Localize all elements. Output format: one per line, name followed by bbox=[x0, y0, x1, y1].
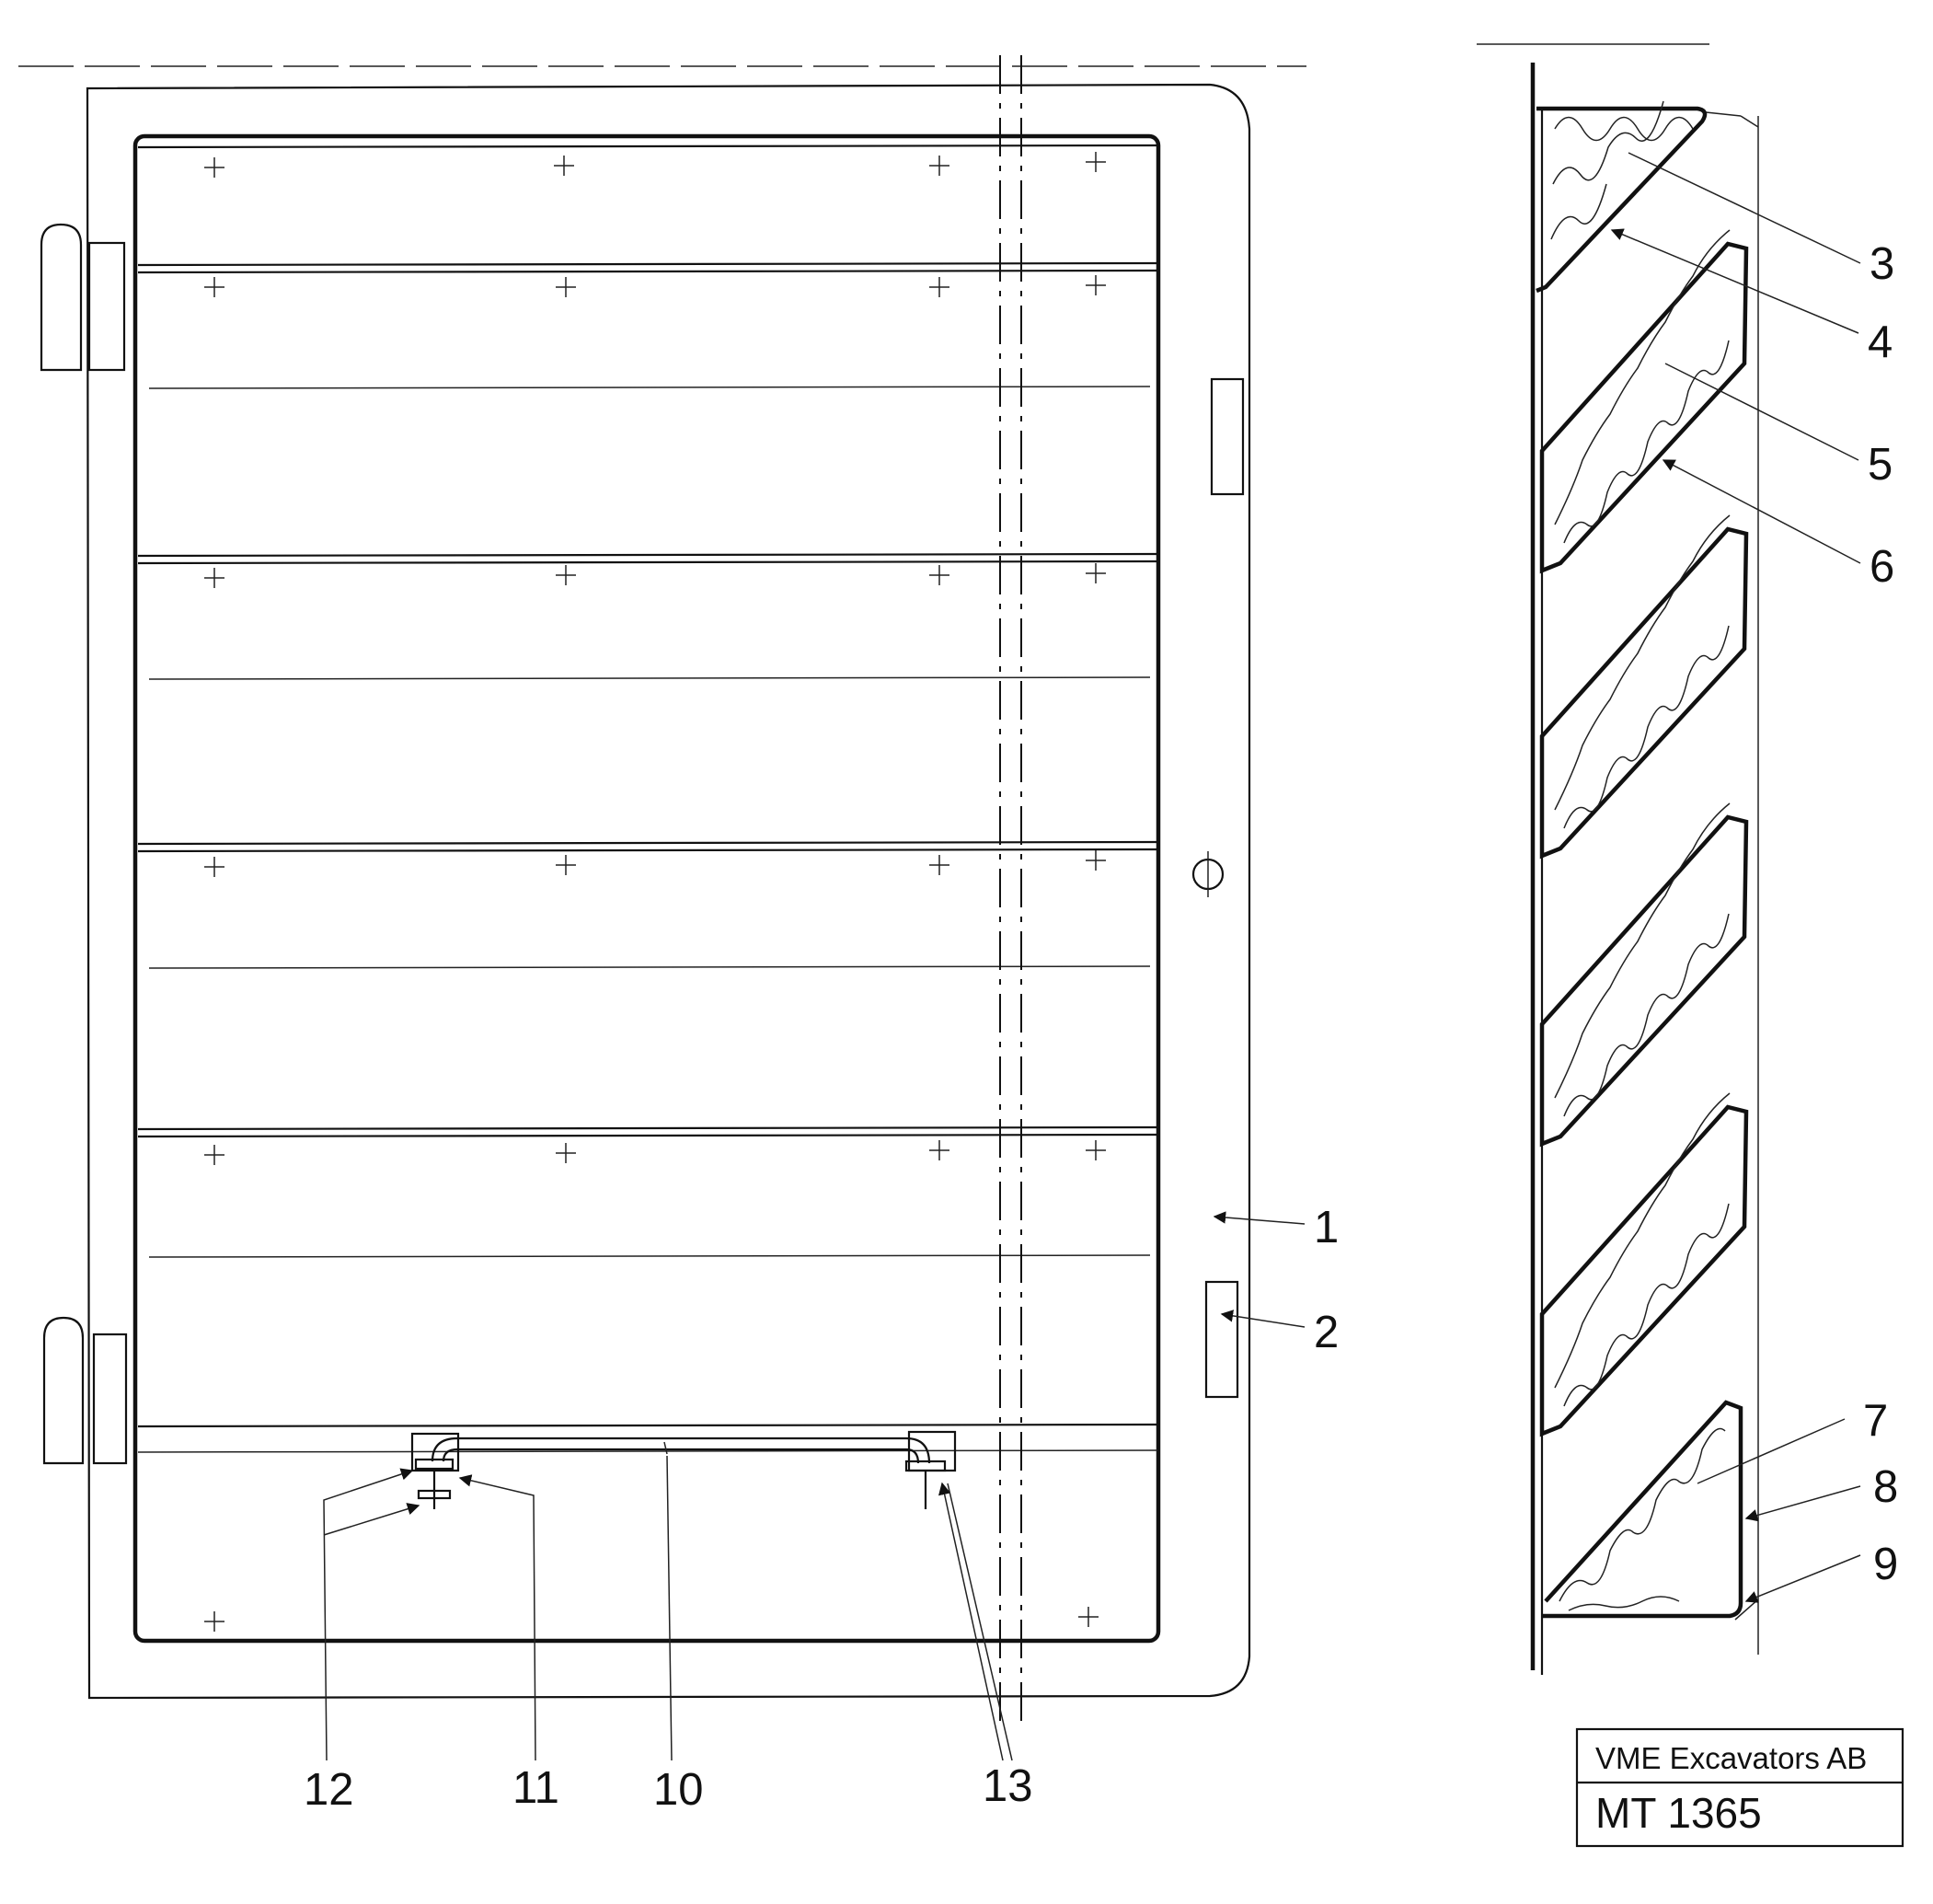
callout-8: 8 bbox=[1873, 1462, 1898, 1512]
callout-4: 4 bbox=[1868, 317, 1893, 367]
section-slat-top bbox=[1536, 100, 1708, 294]
door-handle bbox=[410, 1430, 957, 1509]
door-inner-panel bbox=[132, 133, 1161, 1644]
callout-7: 7 bbox=[1863, 1396, 1888, 1446]
callout-13: 13 bbox=[983, 1761, 1033, 1811]
company-name: VME Excavators AB bbox=[1595, 1741, 1867, 1775]
callout-11: 11 bbox=[512, 1763, 559, 1813]
section-slat-4 bbox=[1539, 1092, 1749, 1437]
drawing-number: MT 1365 bbox=[1595, 1789, 1762, 1837]
callout-6: 6 bbox=[1870, 542, 1894, 592]
latch-plate-upper bbox=[1210, 377, 1245, 496]
section-slat-2 bbox=[1539, 514, 1749, 860]
callout-5: 5 bbox=[1868, 440, 1893, 490]
door-outer-frame bbox=[86, 83, 1251, 1700]
callout-12: 12 bbox=[304, 1765, 354, 1815]
title-block: VME Excavators AB MT 1365 bbox=[1575, 1727, 1904, 1848]
callout-3: 3 bbox=[1870, 239, 1894, 289]
hinge-upper bbox=[40, 223, 126, 372]
front-view bbox=[18, 55, 1306, 1730]
leader-lines bbox=[323, 152, 1861, 1761]
callout-1: 1 bbox=[1314, 1203, 1339, 1252]
section-slat-bottom bbox=[1542, 1400, 1743, 1619]
hinge-lower bbox=[42, 1316, 128, 1465]
fastener-marks bbox=[204, 152, 1106, 1632]
callout-2: 2 bbox=[1314, 1308, 1339, 1357]
section-slat-3 bbox=[1539, 802, 1749, 1148]
callout-labels: 1 2 3 4 5 6 7 8 9 10 11 12 13 bbox=[304, 239, 1898, 1815]
centre-lines bbox=[999, 55, 1022, 1730]
latch-plate-lower bbox=[1204, 1280, 1239, 1399]
louvre-slats bbox=[137, 144, 1158, 1453]
callout-9: 9 bbox=[1873, 1540, 1898, 1589]
section-slat-1 bbox=[1539, 229, 1749, 574]
section-view bbox=[1477, 43, 1759, 1675]
callout-10: 10 bbox=[653, 1765, 704, 1815]
